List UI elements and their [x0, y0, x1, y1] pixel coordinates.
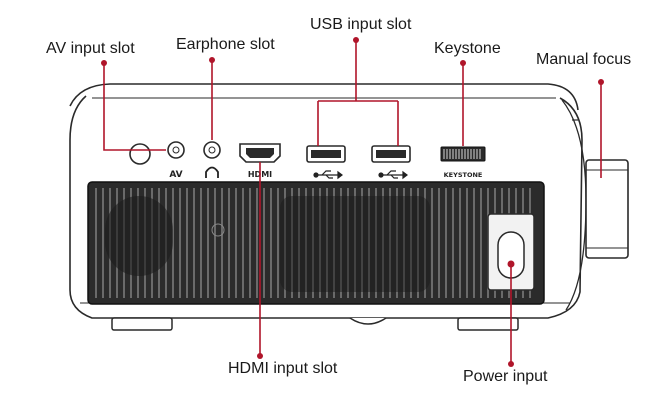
usb-symbol-icon — [313, 170, 343, 180]
label-manual-focus: Manual focus — [536, 51, 632, 68]
av-port-label: AV — [169, 170, 182, 180]
callout-usb — [317, 40, 399, 146]
label-power-input: Power input — [463, 368, 548, 385]
earphone-port[interactable] — [203, 141, 221, 159]
label-av-input-slot: AV input slot — [46, 40, 135, 57]
callout-lines — [103, 40, 602, 364]
vent-grille — [87, 181, 545, 305]
headphone-icon — [205, 166, 219, 178]
label-earphone-slot: Earphone slot — [176, 36, 275, 53]
keystone-label-mark: KEYSTONE — [444, 171, 483, 179]
label-hdmi-input-slot: HDMI input slot — [228, 360, 338, 377]
label-keystone: Keystone — [434, 40, 501, 57]
usb-port-2[interactable] — [371, 145, 411, 163]
label-usb-input-slot: USB input slot — [310, 16, 412, 33]
manual-focus-ring[interactable] — [585, 159, 629, 259]
av-port[interactable] — [167, 141, 185, 159]
usb-symbol-icon — [378, 170, 408, 180]
keystone-wheel[interactable] — [440, 146, 486, 162]
av-round-cover — [129, 143, 151, 165]
usb-port-1[interactable] — [306, 145, 346, 163]
callout-av — [103, 63, 166, 151]
power-input-port[interactable] — [487, 213, 535, 291]
projector-feet — [111, 317, 519, 331]
callout-dots — [101, 37, 604, 367]
hdmi-port[interactable] — [239, 143, 281, 163]
